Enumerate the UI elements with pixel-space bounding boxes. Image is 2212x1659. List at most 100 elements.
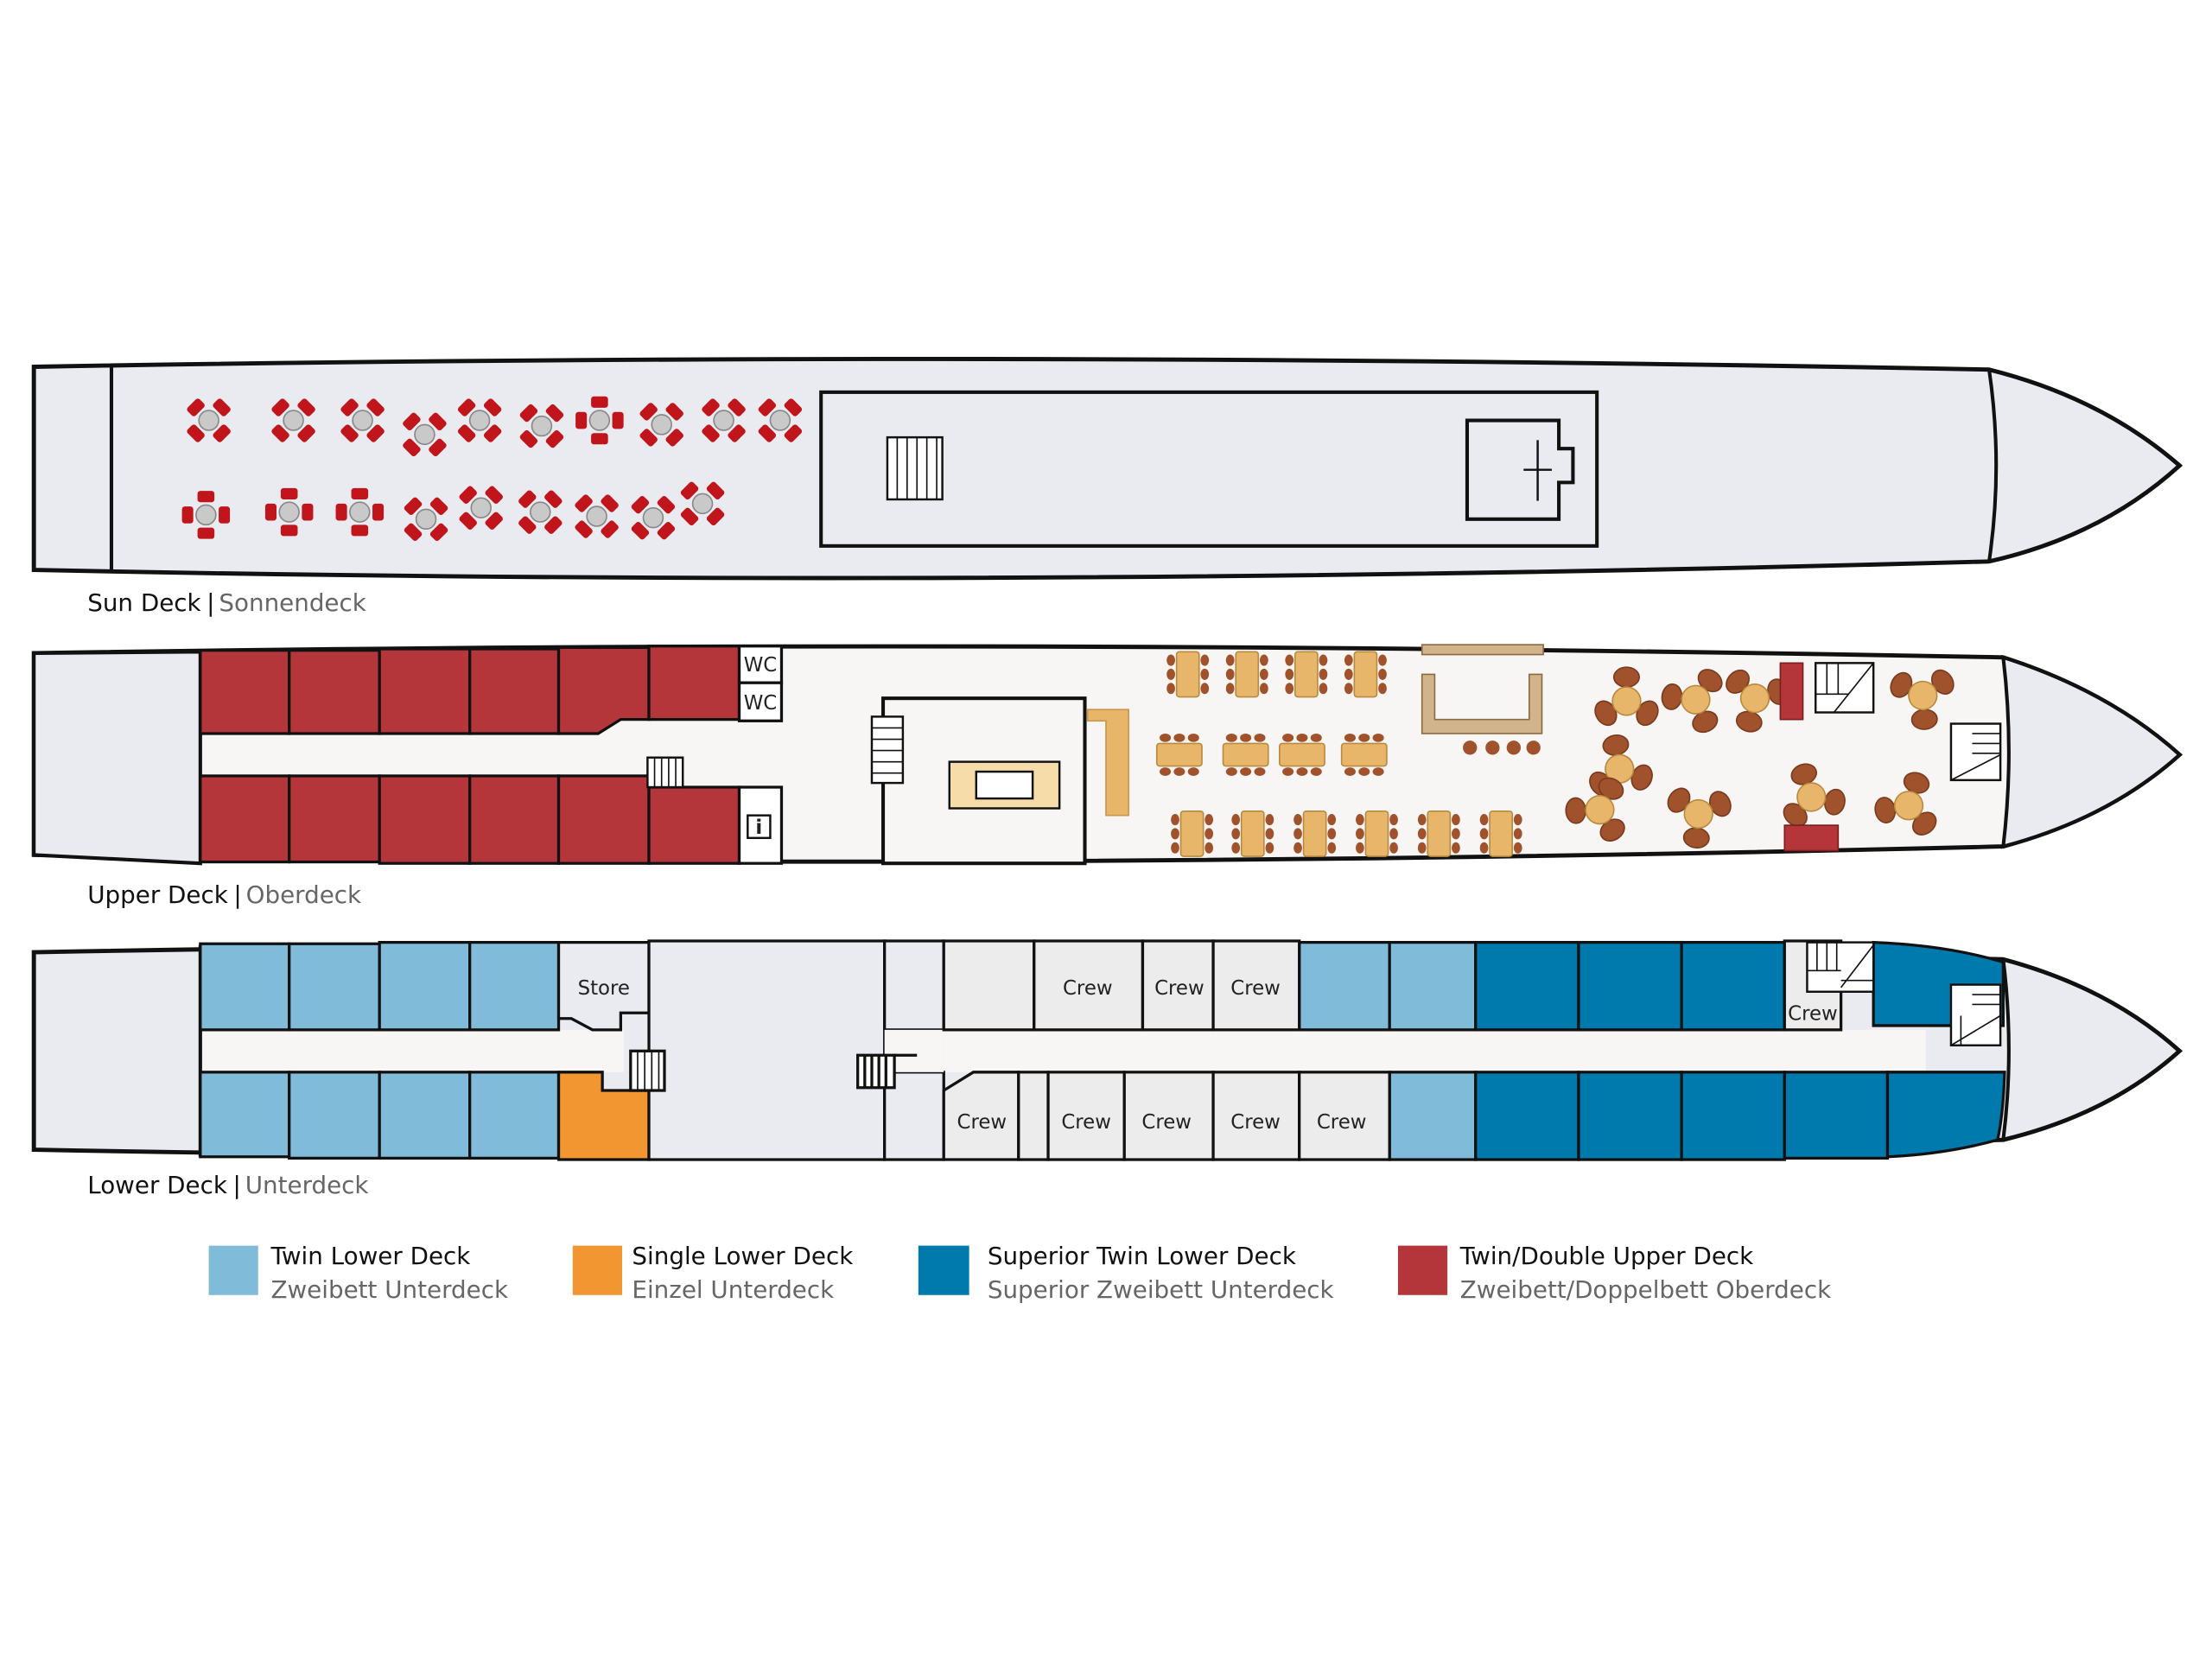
legend-item-twin-lower: Twin Lower Deck Zweibett Unterdeck [208,1242,508,1304]
stairs-icon [886,435,944,501]
cabin[interactable] [199,774,291,864]
lower-deck-label: Lower Deck|Unterdeck [87,1171,368,1199]
cabin[interactable] [288,1071,381,1160]
sofa [1779,662,1804,721]
sun-lounger-table [758,398,803,442]
cabin[interactable] [1783,1071,1890,1160]
cabin[interactable] [1388,1071,1478,1161]
dining-table [1155,733,1203,776]
upper-deck-label: Upper Deck|Oberdeck [87,880,361,909]
sun-lounger-table [702,398,746,442]
sun-lounger-table [264,487,314,537]
bar-counter [1421,673,1543,734]
stairs-icon [1949,983,2002,1047]
cabin[interactable] [1577,1071,1683,1161]
sun-lounger-table [335,487,385,537]
crew-cabin-label: Crew [1230,1111,1281,1134]
cabin[interactable] [1388,940,1478,1032]
legend-label-de: Einzel Unterdeck [632,1275,834,1304]
cabin[interactable] [1474,940,1580,1032]
bar-stool [1506,741,1521,755]
dining-table [1279,733,1325,776]
dining-table [1222,733,1269,776]
cabin[interactable] [468,1071,561,1160]
sofa [1783,824,1840,852]
cabin[interactable] [378,1071,472,1160]
upper-cabins-twin-double [199,645,741,865]
wheelhouse [1465,418,1575,521]
cabin[interactable] [288,774,381,864]
cabin[interactable] [647,645,741,721]
sun-lounger-table [518,490,563,534]
legend-swatch [1397,1245,1448,1295]
dining-table [1294,810,1337,857]
dining-table [1225,651,1268,698]
cabin[interactable] [1680,1071,1786,1161]
crew-cabin-label: Crew [1154,977,1205,1000]
crew-cabin-label: Crew [1230,977,1281,1000]
legend-item-single-lower: Single Lower Deck Einzel Unterdeck [572,1242,853,1304]
legend-label-de: Superior Zweibett Unterdeck [988,1275,1334,1304]
stairs-icon [870,715,905,785]
lounge-table [1726,669,1789,733]
sun-lounger-table [457,398,502,442]
sun-lounger-table [631,495,676,540]
lounge-table [1594,666,1659,727]
cabin[interactable] [1680,940,1786,1032]
crew-cabin-label: Crew [1317,1111,1367,1134]
cabin[interactable] [1298,940,1391,1032]
cabin[interactable] [378,940,472,1032]
wc-label: WC [744,654,778,677]
cabin[interactable] [468,774,561,865]
legend-label-de: Zweibett Unterdeck [270,1275,508,1304]
sun-lounger-table [519,404,564,448]
sun-lounger-table [575,494,619,538]
sun-lounger-table [403,412,447,457]
dining-table [1417,810,1460,857]
legend: Twin Lower Deck Zweibett Unterdeck Singl… [208,1242,1831,1304]
dining-table [1340,733,1388,776]
cabin[interactable] [556,774,651,865]
lounge-table [1667,787,1732,849]
lounge-table [1661,669,1723,734]
crew-cabin-label: Crew [957,1111,1007,1134]
cabin[interactable] [1474,1071,1580,1161]
cabin[interactable] [199,1071,291,1159]
upper-deck: WC WC i Upper Deck|Oberdeck [31,644,2183,909]
stairs-icon [1815,662,1875,714]
legend-label: Single Lower Deck [632,1242,853,1270]
cabin[interactable] [647,785,741,865]
sun-deck: Sun Deck|Sonnendeck [31,356,2183,617]
legend-item-superior-twin-lower: Superior Twin Lower Deck Superior Zweibe… [918,1242,1334,1304]
dining-table [1344,651,1387,698]
cabin[interactable] [468,647,561,735]
sun-lounger-table [340,398,385,442]
legend-swatch [572,1245,622,1295]
dining-table [1231,810,1274,857]
dining-table [1479,810,1522,857]
stairs-icon [856,1053,918,1090]
legend-item-twin-double-upper: Twin/Double Upper Deck Zweibett/Doppelbe… [1397,1242,1831,1304]
cabin[interactable] [1885,1071,2006,1159]
legend-swatch [208,1245,258,1295]
cabin[interactable] [468,940,561,1032]
stairs-icon [1949,722,2002,782]
bar-stool [1463,741,1478,755]
legend-label: Superior Twin Lower Deck [988,1242,1296,1270]
cabin[interactable] [378,774,472,865]
store-label: Store [578,977,630,1000]
cabin[interactable] [288,942,381,1032]
cabin[interactable] [556,645,651,735]
sun-lounger-table [404,497,448,542]
cabin[interactable] [378,647,472,735]
cabin[interactable] [199,942,291,1032]
bar-stool [1485,741,1500,755]
cabin[interactable] [199,649,291,735]
cabin[interactable] [288,649,381,735]
info-icon [747,814,772,840]
sun-lounger-table [187,398,231,442]
legend-label: Twin Lower Deck [270,1242,470,1270]
cabin[interactable] [1577,940,1683,1032]
legend-label: Twin/Double Upper Deck [1459,1242,1753,1270]
